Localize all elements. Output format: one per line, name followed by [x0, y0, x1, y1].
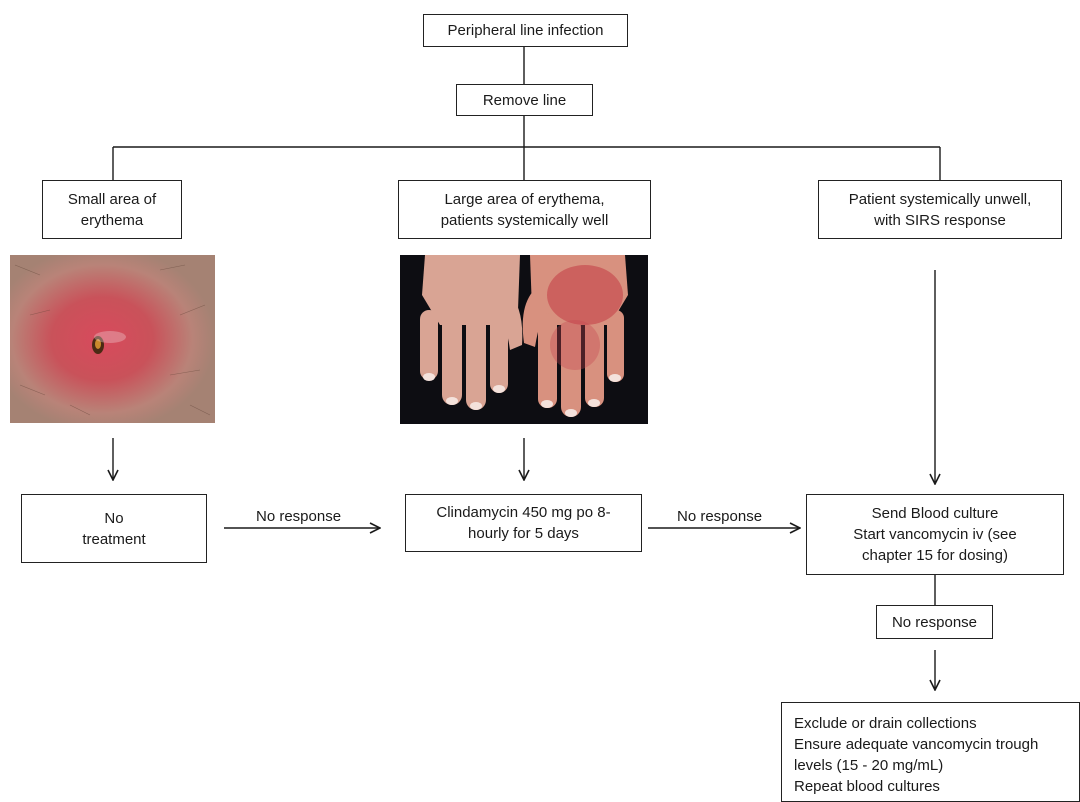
node-large-area-erythema: Large area of erythema, patients systemi… — [398, 180, 651, 239]
node-text: erythema — [80, 211, 144, 229]
node-text: treatment — [82, 530, 146, 548]
node-text: Repeat blood cultures — [794, 778, 940, 795]
node-text: No response — [891, 613, 978, 631]
node-clindamycin: Clindamycin 450 mg po 8- hourly for 5 da… — [405, 494, 642, 552]
node-text: Clindamycin 450 mg po 8- — [436, 504, 611, 521]
hands-cellulitis-icon — [400, 255, 648, 424]
skin-lesion-photo — [10, 255, 215, 423]
edge-label-no-response-1: No response — [256, 508, 342, 525]
node-text: levels (15 - 20 mg/mL) — [794, 757, 944, 774]
node-text: chapter 15 for dosing) — [862, 547, 1008, 564]
node-small-area-erythema: Small area of erythema — [42, 180, 182, 239]
node-text: with SIRS response — [874, 211, 1006, 229]
node-peripheral-line-infection: Peripheral line infection — [423, 14, 628, 47]
node-text: Small area of — [67, 190, 157, 208]
skin-lesion-icon — [10, 255, 215, 423]
edge-label-no-response-2: No response — [677, 508, 763, 525]
node-text: Send Blood culture — [871, 505, 999, 522]
node-exclude-drain: Exclude or drain collections Ensure adeq… — [781, 702, 1080, 802]
node-text: No — [104, 509, 124, 527]
node-text: Peripheral line infection — [447, 22, 604, 39]
node-text: Remove line — [482, 91, 567, 109]
node-no-treatment: No treatment — [21, 494, 207, 563]
node-text: patients systemically well — [440, 211, 609, 229]
hands-cellulitis-photo — [400, 255, 648, 424]
node-text: Patient systemically unwell, — [848, 190, 1032, 208]
node-text: hourly for 5 days — [468, 525, 579, 542]
node-blood-culture: Send Blood culture Start vancomycin iv (… — [806, 494, 1064, 575]
node-text: Start vancomycin iv (see — [853, 526, 1017, 543]
node-no-response: No response — [876, 605, 993, 639]
node-systemically-unwell: Patient systemically unwell, with SIRS r… — [818, 180, 1062, 239]
node-text: Ensure adequate vancomycin trough — [794, 736, 1039, 753]
node-text: Exclude or drain collections — [794, 715, 977, 732]
node-text: Large area of erythema, — [444, 190, 605, 208]
node-remove-line: Remove line — [456, 84, 593, 116]
